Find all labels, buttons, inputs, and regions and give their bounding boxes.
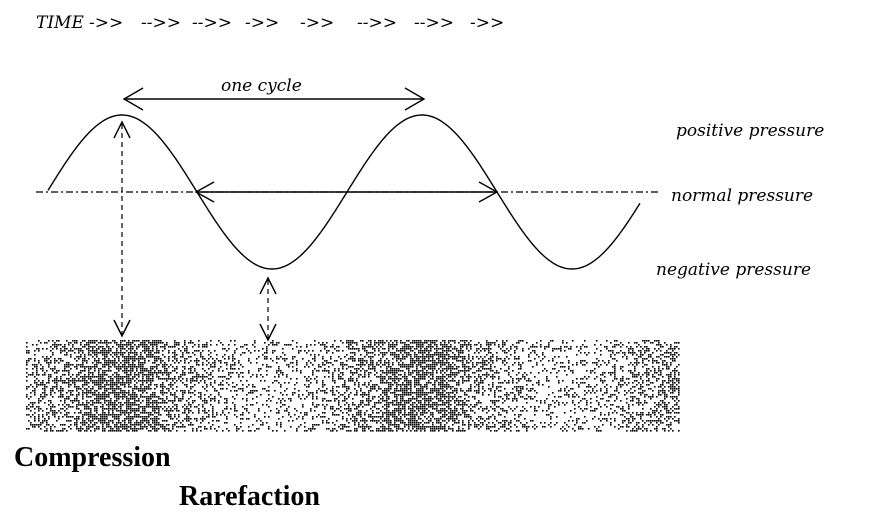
one-cycle-indicator: one cycle	[122, 76, 426, 111]
negative-pressure-label: negative pressure	[656, 260, 811, 280]
time-arrow: ->>	[300, 13, 334, 33]
time-arrow: -->>	[414, 13, 454, 33]
crest-up-arrowhead	[113, 120, 131, 139]
pressure-sine-wave	[47, 114, 641, 270]
trough-up-arrowhead	[259, 276, 277, 295]
time-arrow: ->>	[89, 13, 123, 33]
time-arrow: ->>	[470, 13, 504, 33]
one-cycle-label: one cycle	[221, 76, 302, 96]
compression-label: Compression	[14, 442, 171, 473]
time-arrow: ->>	[245, 13, 279, 33]
air-particle-density-band	[26, 340, 680, 432]
time-arrow: -->>	[357, 13, 397, 33]
half-cycle-left-arrowhead	[194, 181, 215, 203]
trough-to-rarefaction-arrow	[259, 276, 277, 342]
crest-to-compression-arrow	[113, 120, 131, 338]
time-arrow: -->>	[192, 13, 232, 33]
time-arrows: ->> -->> -->> ->> ->> -->> -->> ->>	[89, 13, 504, 33]
one-cycle-left-arrowhead	[122, 87, 144, 111]
one-cycle-right-arrowhead	[404, 87, 426, 111]
positive-pressure-label: positive pressure	[676, 121, 824, 141]
crest-down-arrowhead	[113, 319, 131, 338]
time-header: TIME ->> -->> -->> ->> ->> -->> -->> ->>	[36, 13, 504, 33]
normal-pressure-label: normal pressure	[671, 186, 813, 206]
rarefaction-label: Rarefaction	[179, 481, 320, 512]
trough-down-arrowhead	[259, 323, 277, 342]
time-arrow: -->>	[141, 13, 181, 33]
time-label: TIME	[36, 13, 84, 33]
